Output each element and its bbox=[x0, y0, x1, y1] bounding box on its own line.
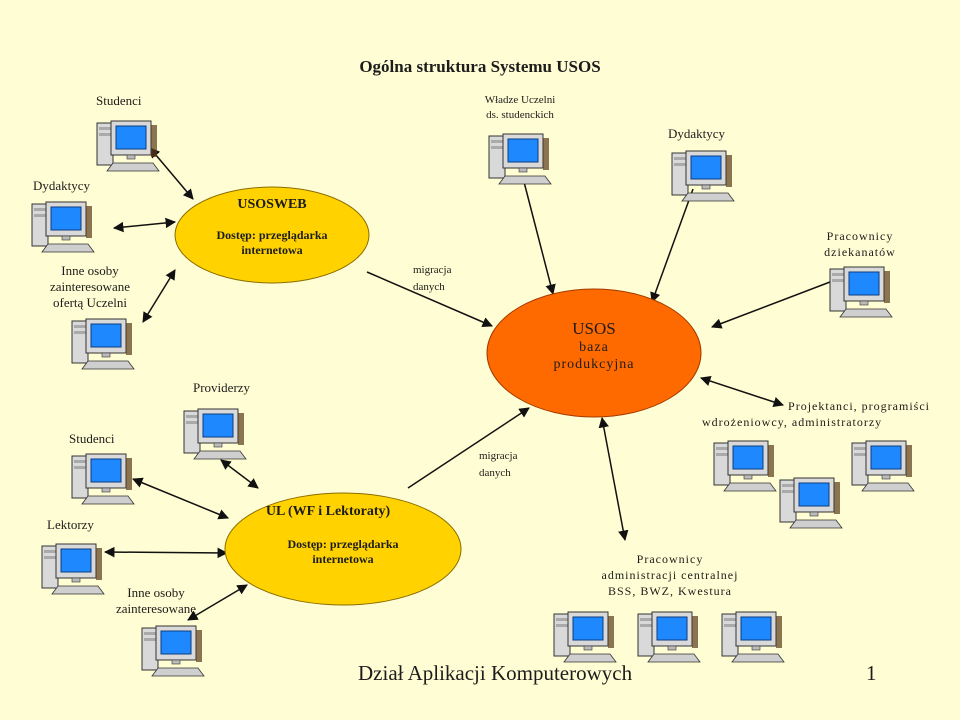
label-migracja-top-2: danych bbox=[413, 281, 445, 293]
label-studenci-top: Studenci bbox=[96, 93, 142, 108]
label-inne-line3: ofertą Uczelni bbox=[53, 295, 127, 310]
label-admin-1: Pracownicy bbox=[636, 552, 704, 566]
usosweb-subtitle-1: Dostęp: przeglądarka bbox=[216, 228, 328, 242]
label-studenci-mid: Studenci bbox=[69, 431, 115, 446]
usos-db-line2: baza bbox=[579, 340, 609, 355]
label-dydaktycy-left: Dydaktycy bbox=[33, 178, 91, 193]
usos-db-title: USOS bbox=[572, 319, 616, 338]
usosweb-subtitle-2: internetowa bbox=[241, 243, 303, 257]
usosweb-text: USOSWEB Dostęp: przeglądarka internetowa bbox=[175, 196, 369, 258]
computer-icon-wladze bbox=[488, 133, 552, 185]
arrow-lektorzy-ul bbox=[103, 546, 229, 559]
label-wladze-line1: Władze Uczelni bbox=[484, 94, 556, 106]
arrow-usosweb-studenci bbox=[149, 147, 194, 200]
label-providerzy: Providerzy bbox=[193, 380, 251, 395]
usos-db-line3: produkcyjna bbox=[553, 357, 635, 372]
label-inne-line1: Inne osoby bbox=[61, 263, 119, 278]
footer-department: Dział Aplikacji Komputerowych bbox=[358, 661, 633, 685]
arrow-studenci-ul bbox=[132, 477, 229, 520]
computer-icon-dydaktycy-left bbox=[31, 201, 95, 253]
ul-node bbox=[224, 492, 462, 606]
arrow-inne-ul bbox=[187, 584, 248, 621]
arrow-dziekanaty-db bbox=[711, 281, 831, 329]
label-admin-2: administracji centralnej bbox=[601, 568, 739, 582]
label-migracja-top-1: migracja bbox=[413, 264, 452, 276]
computer-icon-dziekanaty bbox=[829, 266, 893, 318]
arrow-providerzy-ul bbox=[220, 459, 259, 489]
label-projektanci-2: wdrożeniowcy, administratorzy bbox=[702, 415, 883, 429]
label-lektorzy: Lektorzy bbox=[47, 517, 94, 532]
computer-icon-admin-1 bbox=[553, 611, 617, 663]
arrow-db-projektanci bbox=[700, 375, 784, 408]
arrow-usosweb-dydaktycy-left bbox=[112, 217, 177, 233]
label-inne-line2: zainteresowane bbox=[49, 279, 131, 294]
computer-icon-lektorzy bbox=[41, 543, 105, 595]
arrow-wladze-db bbox=[522, 177, 556, 296]
label-admin: Pracownicy administracji centralnej BSS,… bbox=[590, 551, 750, 599]
label-dydaktycy-right: Dydaktycy bbox=[668, 126, 726, 141]
label-pracownicy-dz-1: Pracownicy bbox=[826, 229, 894, 243]
computer-icon-admin-3 bbox=[721, 611, 785, 663]
label-migracja-bot-1: migracja bbox=[479, 450, 518, 462]
ul-title: UL (WF i Lektoraty) bbox=[265, 504, 391, 519]
arrow-db-admin bbox=[598, 416, 629, 542]
label-migracja-top: migracja danych bbox=[413, 263, 451, 295]
usosweb-title: USOSWEB bbox=[237, 197, 307, 212]
page-number: 1 bbox=[866, 661, 877, 685]
ul-subtitle-2: internetowa bbox=[312, 552, 374, 566]
label-pracownicy-dz-2: dziekanatów bbox=[824, 245, 896, 259]
usosweb-node bbox=[174, 186, 370, 284]
label-admin-3: BSS, BWZ, Kwestura bbox=[608, 584, 732, 598]
label-inne: Inne osoby zainteresowane ofertą Uczelni bbox=[30, 263, 150, 311]
computer-icon-projektanci-2 bbox=[851, 440, 915, 492]
computer-icon-inne bbox=[71, 318, 135, 370]
arrow-usosweb-db bbox=[366, 271, 493, 328]
computer-icon-admin-2 bbox=[637, 611, 701, 663]
label-pracownicy-dziekanatow: Pracownicy dziekanatów bbox=[790, 228, 930, 260]
arrow-ul-db bbox=[407, 407, 530, 489]
arrow-dydaktycy-db bbox=[650, 188, 694, 303]
computer-icon-dydaktycy-right bbox=[671, 150, 735, 202]
label-inne-bot-1: Inne osoby bbox=[127, 585, 185, 600]
label-projektanci: Projektanci, programiści wdrożeniowcy, a… bbox=[690, 398, 930, 430]
computer-icon-studenci-top bbox=[96, 120, 160, 172]
usos-db-text: USOS baza produkcyjna bbox=[487, 318, 701, 373]
computer-icon-inne-bot bbox=[141, 625, 205, 677]
label-migracja-bot: migracja danych bbox=[479, 449, 517, 481]
label-inne-bot-2: zainteresowane bbox=[115, 601, 197, 616]
connections bbox=[103, 147, 831, 621]
computer-icon-studenci-mid bbox=[71, 453, 135, 505]
page-title: Ogólna struktura Systemu USOS bbox=[359, 57, 601, 76]
label-wladze: Władze Uczelni ds. studenckich bbox=[460, 93, 580, 123]
ul-text: UL (WF i Lektoraty) Dostęp: przeglądarka… bbox=[225, 503, 461, 567]
usos-db-node bbox=[486, 288, 702, 418]
ul-subtitle-1: Dostęp: przeglądarka bbox=[287, 537, 399, 551]
label-inne-bot: Inne osoby zainteresowane bbox=[100, 585, 212, 617]
computer-icon-projektanci-3 bbox=[779, 477, 843, 529]
label-projektanci-1: Projektanci, programiści bbox=[788, 399, 930, 413]
label-migracja-bot-2: danych bbox=[479, 467, 511, 479]
label-wladze-line2: ds. studenckich bbox=[486, 109, 554, 121]
computer-icon-projektanci-1 bbox=[713, 440, 777, 492]
computer-icon-providerzy bbox=[183, 408, 247, 460]
arrow-usosweb-inne bbox=[142, 269, 176, 323]
